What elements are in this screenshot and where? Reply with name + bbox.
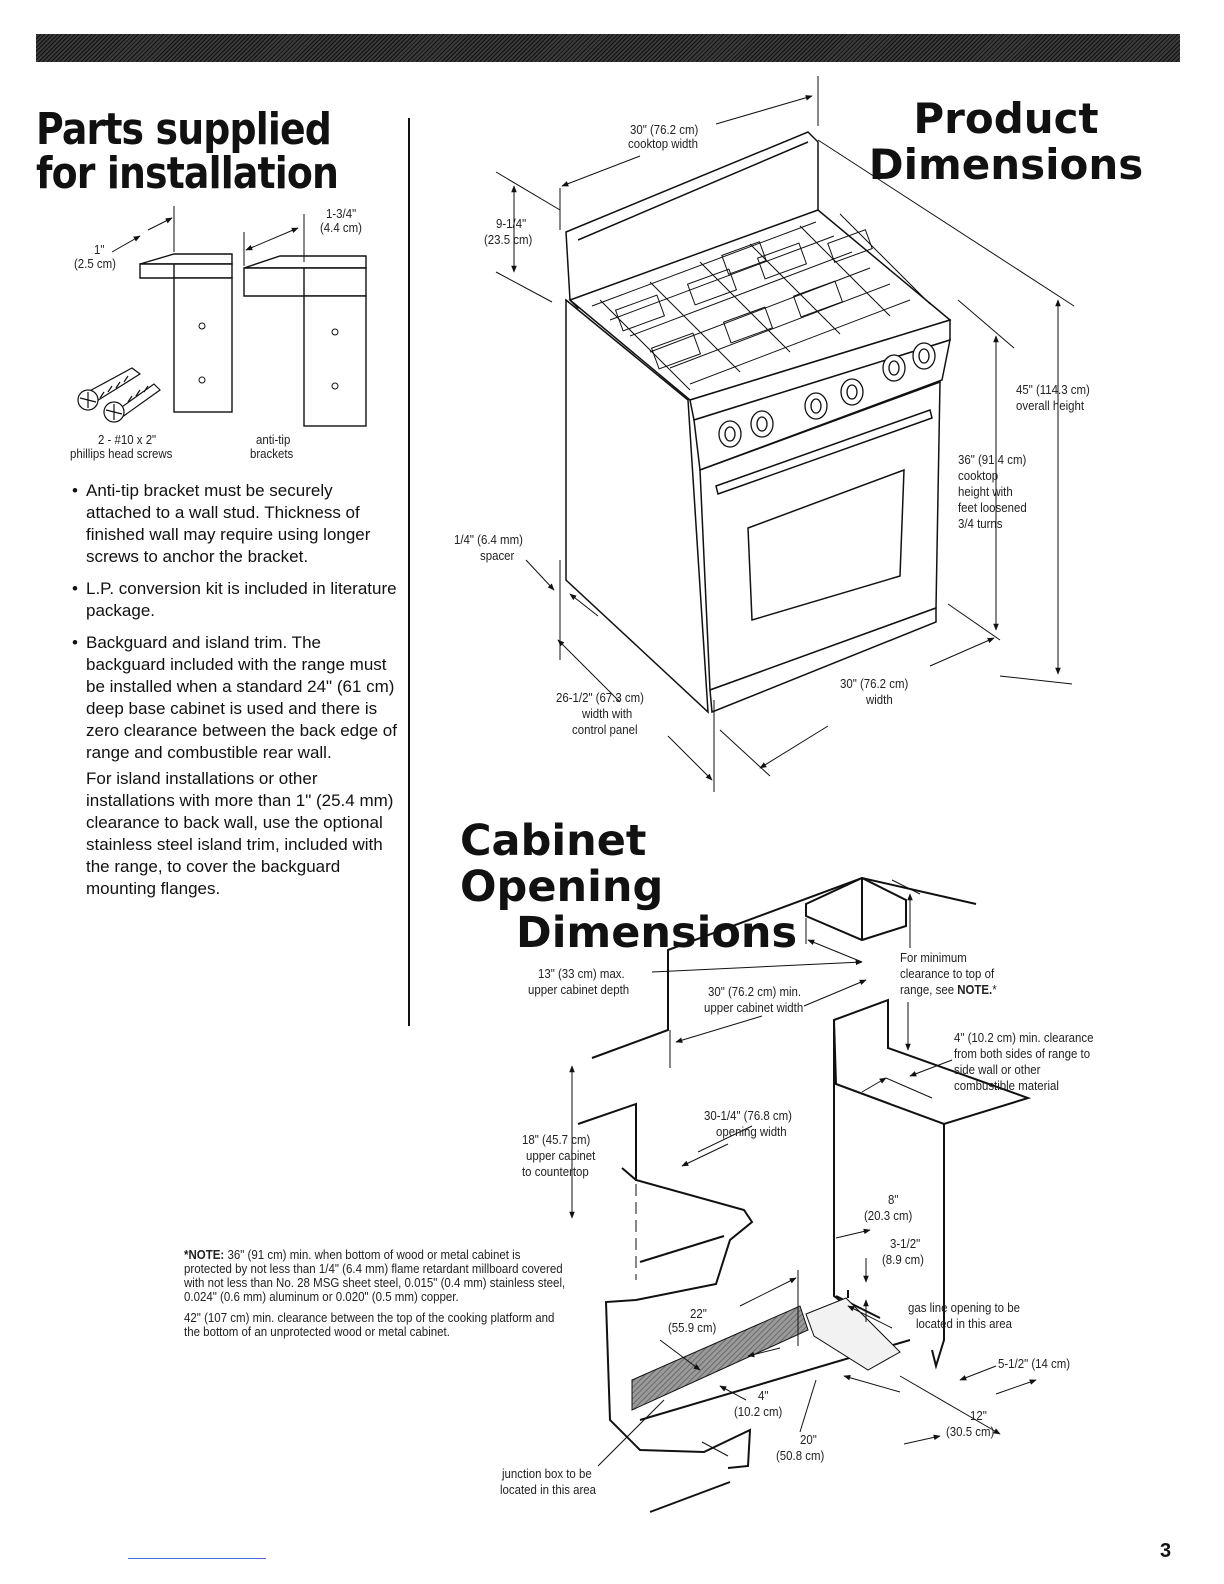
upper-depth-label: 13" (33 cm) max. xyxy=(538,966,625,981)
upper-counter-label: 18" (45.7 cm) xyxy=(522,1132,591,1147)
bracket-holes-icon xyxy=(198,322,339,390)
dim-4-label: 4" xyxy=(758,1388,769,1403)
spacer-label: 1/4" (6.4 mm) xyxy=(454,532,523,547)
dim-20-label: 20" xyxy=(800,1432,817,1447)
range-width-label-2: width xyxy=(866,692,893,707)
dim-20-cm: (50.8 cm) xyxy=(776,1448,825,1463)
opening-width-label: 30-1/4" (76.8 cm) xyxy=(704,1108,792,1123)
note-label: *NOTE: xyxy=(184,1248,225,1262)
min-clear-text: range, see xyxy=(900,982,955,997)
overall-height-label-2: overall height xyxy=(1016,398,1085,413)
min-clear-label: For minimum xyxy=(900,950,967,965)
min-clear-label-3: range, see NOTE.* xyxy=(900,982,997,997)
anti-tip-bracket-left xyxy=(139,253,233,413)
screw-icon xyxy=(77,367,161,423)
cooktop-height-label-2: cooktop xyxy=(958,468,999,483)
upper-counter-label-2: upper cabinet xyxy=(526,1148,596,1163)
upper-depth-label-2: upper cabinet depth xyxy=(528,982,630,997)
dim-5-5-label: 5-1/2" (14 cm) xyxy=(998,1356,1071,1371)
note-text-1: 36" (91 cm) min. when bottom of wood or … xyxy=(184,1248,566,1304)
side-clear-label: 4" (10.2 cm) min. clearance xyxy=(954,1030,1094,1045)
gas-opening-label: gas line opening to be xyxy=(908,1300,1020,1315)
screws-label-2: phillips head screws xyxy=(70,446,173,461)
junction-box-label: junction box to be xyxy=(502,1466,592,1481)
overall-height-label: 45" (114.3 cm) xyxy=(1016,382,1090,397)
screws-label: 2 - #10 x 2" xyxy=(98,432,157,447)
side-clear-label-3: side wall or other xyxy=(954,1062,1041,1077)
dim-8-cm: (20.3 cm) xyxy=(864,1208,913,1223)
product-dimensions-title: Product Dimensions xyxy=(856,96,1156,188)
header-band xyxy=(36,34,1180,62)
backguard-height-label: 9-1/4" xyxy=(496,216,527,231)
product-title-line1: Product xyxy=(913,94,1099,143)
backguard-height-cm: (23.5 cm) xyxy=(484,232,533,247)
upper-counter-label-3: to countertop xyxy=(522,1164,589,1179)
page-number: 3 xyxy=(1160,1540,1172,1562)
cooktop-height-label-5: 3/4 turns xyxy=(958,516,1003,531)
min-clear-note-ref: NOTE. xyxy=(957,982,993,997)
cooktop-width-label: 30" (76.2 cm) xyxy=(630,122,699,137)
note-paragraph-1: *NOTE: 36" (91 cm) min. when bottom of w… xyxy=(184,1248,570,1304)
cabinet-dimensions-title: Cabinet Opening Dimensions xyxy=(460,818,840,956)
brackets-label: anti-tip xyxy=(256,432,291,447)
control-knobs xyxy=(718,342,936,448)
cooktop-height-label: 36" (91.4 cm) xyxy=(958,452,1027,467)
range-width-label: 30" (76.2 cm) xyxy=(840,676,909,691)
product-title-line2: Dimensions xyxy=(868,140,1144,189)
bullet-backguard: Backguard and island trim. The backguard… xyxy=(72,632,402,764)
cooktop-height-label-4: feet loosened xyxy=(958,500,1027,515)
cabinet-dimension-lines xyxy=(569,879,1037,1467)
clearance-note: *NOTE: 36" (91 cm) min. when bottom of w… xyxy=(184,1248,570,1346)
min-clear-star: * xyxy=(992,982,997,997)
side-clear-label-4: combustible material xyxy=(954,1078,1059,1093)
range-dimension-lines xyxy=(495,76,1075,792)
burner-grates xyxy=(591,213,931,391)
island-note: For island installations or other instal… xyxy=(86,769,394,898)
gas-opening-label-2: located in this area xyxy=(916,1316,1013,1331)
opening-width-label-2: opening width xyxy=(716,1124,787,1139)
min-clear-label-2: clearance to top of xyxy=(900,966,995,981)
dim-12-label: 12" xyxy=(970,1408,987,1423)
cabinet-title-line1: Cabinet Opening xyxy=(460,816,664,912)
column-divider xyxy=(408,118,410,1026)
bullet-anti-tip: Anti-tip bracket must be securely attach… xyxy=(72,480,402,568)
dim-12-cm: (30.5 cm) xyxy=(946,1424,995,1439)
cooktop-width-label-2: cooktop width xyxy=(628,136,698,151)
dim-3-5-cm: (8.9 cm) xyxy=(882,1252,924,1267)
cabinet-drawing xyxy=(577,876,1032,1513)
junction-box-label-2: located in this area xyxy=(500,1482,597,1497)
bracket-lip-label: 1-3/4" xyxy=(326,206,357,221)
parts-title: Parts supplied for installation xyxy=(36,104,339,199)
note-paragraph-2: 42" (107 cm) min. clearance between the … xyxy=(184,1311,555,1339)
hatched-backwall-strip xyxy=(631,1305,809,1411)
upper-width-label-2: upper cabinet width xyxy=(704,1000,804,1015)
bracket-lip-cm: (4.4 cm) xyxy=(320,220,362,235)
spacer-label-2: spacer xyxy=(480,548,515,563)
side-clear-label-2: from both sides of range to xyxy=(954,1046,1091,1061)
dim-3-5-label: 3-1/2" xyxy=(890,1236,921,1251)
parts-bullet-list: Anti-tip bracket must be securely attach… xyxy=(72,480,402,900)
cooktop-height-label-3: height with xyxy=(958,484,1013,499)
dim-22-label: 22" xyxy=(690,1306,707,1321)
brackets-label-2: brackets xyxy=(250,446,294,461)
bracket-dims xyxy=(111,206,305,266)
anti-tip-bracket-right xyxy=(243,255,367,427)
gas-line-area xyxy=(805,1297,901,1371)
depth-label-3: control panel xyxy=(572,722,638,737)
depth-label: 26-1/2" (67.3 cm) xyxy=(556,690,644,705)
bracket-width-cm: (2.5 cm) xyxy=(74,256,116,271)
bullet-lp-kit: L.P. conversion kit is included in liter… xyxy=(72,578,402,622)
upper-width-label: 30" (76.2 cm) min. xyxy=(708,984,802,999)
depth-label-2: width with xyxy=(582,706,633,721)
cabinet-title-line2: Dimensions xyxy=(516,908,798,958)
dim-22-cm: (55.9 cm) xyxy=(668,1320,717,1335)
bracket-width-label: 1" xyxy=(94,242,105,257)
dim-8-label: 8" xyxy=(888,1192,899,1207)
dim-4-cm: (10.2 cm) xyxy=(734,1404,783,1419)
footer-rule xyxy=(128,1558,266,1559)
